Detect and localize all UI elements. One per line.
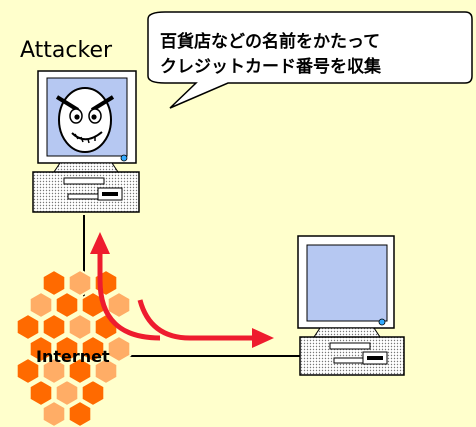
- attacker-computer-icon: [32, 70, 140, 213]
- hexagon-cell: [54, 290, 80, 320]
- speech-bubble-shape: [147, 11, 473, 109]
- arrow-to-victim: [137, 299, 252, 341]
- hexagon-cell: [106, 290, 132, 320]
- hexagon-cell: [41, 268, 67, 298]
- hexagon-cell: [67, 356, 93, 386]
- hexagon-cell: [15, 356, 41, 386]
- hexagon-cell: [93, 356, 119, 386]
- attacker-label: Attacker: [20, 38, 113, 63]
- arrow-to-attacker: [97, 252, 161, 341]
- hexagon-cell: [67, 399, 93, 427]
- hexagon-cell: [67, 312, 93, 342]
- hexagon-cell: [41, 399, 67, 427]
- hexagon-cell: [28, 290, 54, 320]
- hexagon-cell: [80, 378, 106, 408]
- hexagon-cell: [93, 312, 119, 342]
- angry-face-icon: [55, 87, 115, 153]
- speech-bubble-line-1: 百貨店などの名前をかたって: [160, 32, 381, 52]
- speech-bubble-line-2: クレジットカード番号を収集: [160, 57, 381, 77]
- speech-bubble-text: 百貨店などの名前をかたって クレジットカード番号を収集: [160, 30, 381, 80]
- hexagon-cell: [106, 334, 132, 364]
- hexagon-cell: [80, 334, 106, 364]
- hexagon-cell: [54, 334, 80, 364]
- hexagon-cell: [41, 312, 67, 342]
- red-arrows: [90, 232, 274, 348]
- arrow-to-attacker-head: [90, 232, 110, 254]
- hexagon-cell: [28, 378, 54, 408]
- arrow-to-victim-head: [252, 328, 274, 348]
- hexagon-cell: [15, 312, 41, 342]
- internet-hexagon-icon: [15, 268, 132, 427]
- hexagon-cell: [67, 268, 93, 298]
- internet-label: Internet: [36, 347, 110, 366]
- victim-computer-icon: [297, 235, 405, 376]
- hexagon-cell: [41, 356, 67, 386]
- hexagon-cell: [28, 334, 54, 364]
- hexagon-cell: [54, 378, 80, 408]
